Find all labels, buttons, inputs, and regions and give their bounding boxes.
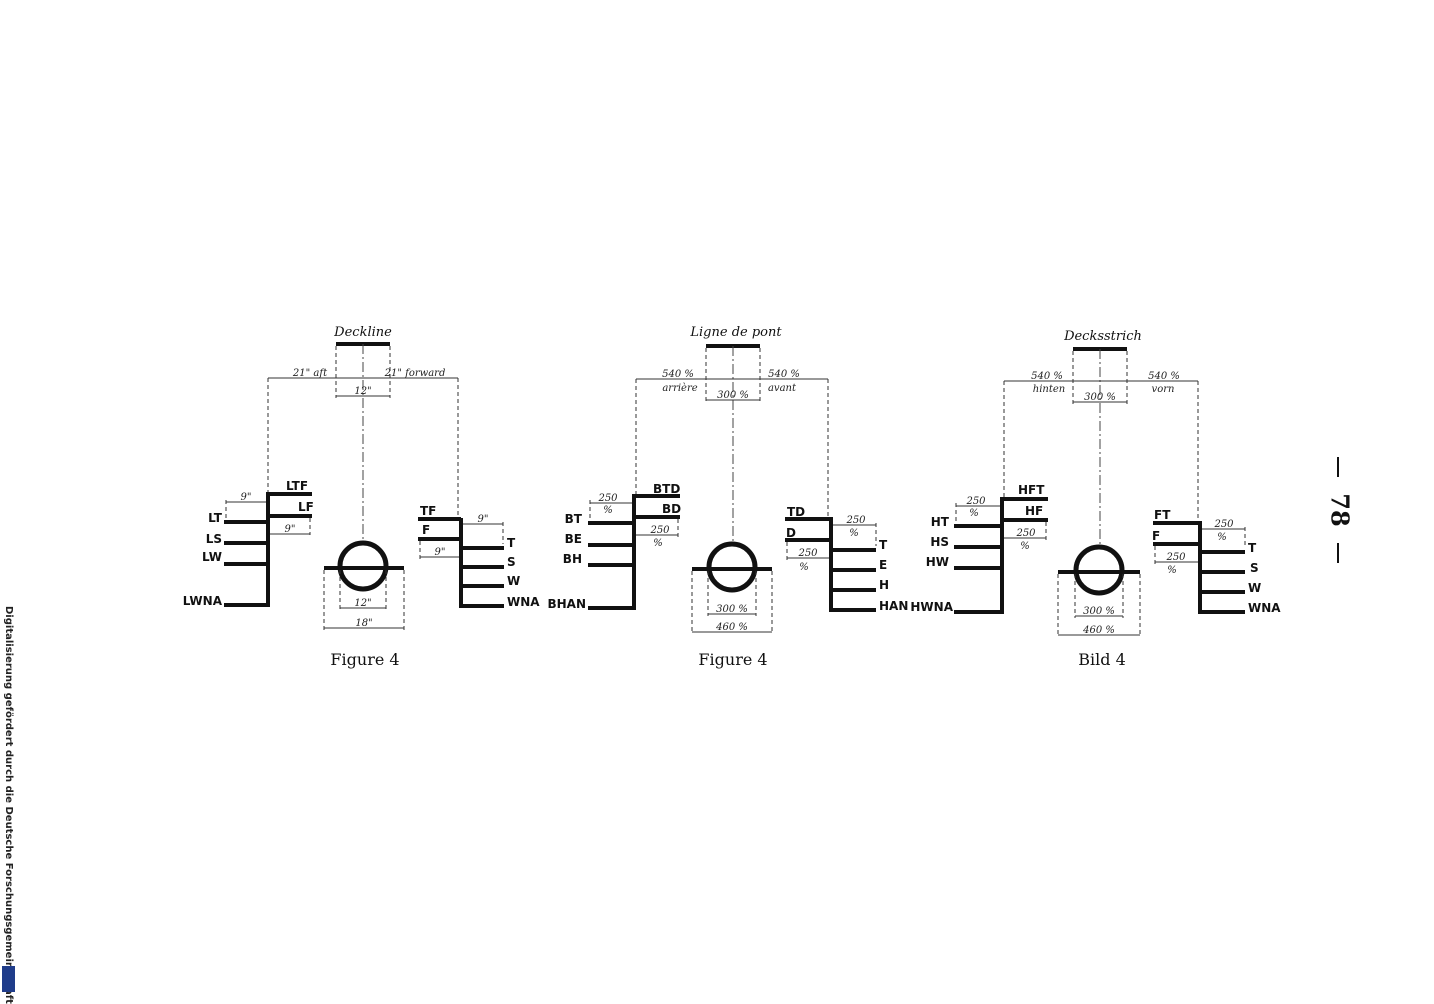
starboard-dim-lower: 250 <box>797 548 818 559</box>
starboard-dim-lower: 9" <box>435 547 446 558</box>
figure-caption: Figure 4 <box>698 650 767 669</box>
port-dim-lower: 250 <box>649 525 670 536</box>
port-dim-upper-unit: % <box>969 508 979 519</box>
starboard-dim-lower-unit: % <box>1167 565 1177 576</box>
label-hw: HW <box>926 555 949 569</box>
digitization-note-text: Digitalisierung gefördert durch die Deut… <box>3 606 14 1004</box>
bar-dim: 18" <box>355 618 372 629</box>
label-ht: HT <box>931 515 950 529</box>
port-dim-upper: 9" <box>241 492 252 503</box>
label-td: TD <box>787 505 805 519</box>
port-dim-upper-unit: % <box>603 505 613 516</box>
label-w: W <box>507 574 520 588</box>
dim-forward: 540 % <box>1148 371 1180 382</box>
digitization-note: Digitalisierung gefördert durch die Deut… <box>2 606 16 1004</box>
label-bt: BT <box>565 512 583 526</box>
label-hft: HFT <box>1018 483 1045 497</box>
label-tf: TF <box>420 504 436 518</box>
label-btd: BTD <box>653 482 680 496</box>
dim-forward: 21" forward <box>384 368 446 379</box>
label-hwna: HWNA <box>910 600 953 614</box>
page-number: 78 <box>1326 493 1355 526</box>
label-t: T <box>507 536 516 550</box>
deck-line-title: Ligne de pont <box>689 325 782 340</box>
dim-aft: 21" aft <box>292 368 328 379</box>
port-dim-upper: 250 <box>965 496 986 507</box>
label-bhan: BHAN <box>547 597 586 611</box>
label-hf: HF <box>1025 504 1043 518</box>
starboard-dim-lower: 250 <box>1165 552 1186 563</box>
circle-dim: 300 % <box>1083 606 1115 617</box>
label-t: T <box>879 538 888 552</box>
bar-dim: 460 % <box>715 622 748 633</box>
starboard-dim-upper: 250 <box>845 515 866 526</box>
label-lf: LF <box>298 500 314 514</box>
label-t: T <box>1248 541 1257 555</box>
label-ls: LS <box>206 532 222 546</box>
label-han: HAN <box>879 599 908 613</box>
page-number-rule: 78 <box>1326 457 1355 563</box>
port-dim-lower-unit: % <box>653 538 663 549</box>
port-dim-lower: 250 <box>1015 528 1036 539</box>
label-bd: BD <box>662 502 681 516</box>
figure-caption: Bild 4 <box>1078 650 1126 669</box>
dim-deck-line: 300 % <box>717 390 749 401</box>
dim-aft-word: hinten <box>1033 384 1065 395</box>
figure-french: Ligne de pont 540 % arrière 540 % avant … <box>547 325 908 669</box>
figure-english: Deckline 21" aft 21" forward 12" LTF LF … <box>183 325 541 669</box>
figure-caption: Figure 4 <box>330 650 399 669</box>
starboard-dim-lower-unit: % <box>799 562 809 573</box>
port-dim-upper: 250 <box>597 493 618 504</box>
label-wna: WNA <box>1248 601 1281 615</box>
starboard-dim-upper: 250 <box>1213 519 1234 530</box>
page-number-block: 78 <box>1318 455 1358 565</box>
circle-dim: 12" <box>354 598 371 609</box>
label-ft: FT <box>1154 508 1171 522</box>
dim-aft: 540 % <box>1031 371 1063 382</box>
port-dim-lower-unit: % <box>1020 541 1030 552</box>
starboard-dim-upper: 9" <box>478 514 489 525</box>
label-f: F <box>422 523 430 537</box>
label-s: S <box>1250 561 1259 575</box>
starboard-dim-upper-unit: % <box>849 528 859 539</box>
label-hs: HS <box>930 535 949 549</box>
dim-aft: 540 % <box>662 369 694 380</box>
label-bh: BH <box>563 552 582 566</box>
label-lt: LT <box>208 511 223 525</box>
label-d: D <box>786 526 796 540</box>
label-w: W <box>1248 581 1261 595</box>
label-s: S <box>507 555 516 569</box>
bar-dim: 460 % <box>1082 625 1115 636</box>
deck-line-title: Deckline <box>333 325 392 340</box>
deck-line-title: Decksstrich <box>1063 329 1142 344</box>
dim-aft-word: arrière <box>662 383 697 394</box>
figure-german: Decksstrich 540 % hinten 540 % vorn 300 … <box>910 329 1281 669</box>
label-h: H <box>879 578 889 592</box>
label-lw: LW <box>202 550 222 564</box>
label-e: E <box>879 558 887 572</box>
dim-deck-line: 300 % <box>1084 392 1116 403</box>
label-be: BE <box>565 532 582 546</box>
port-dim-lower: 9" <box>285 524 296 535</box>
label-f: F <box>1152 529 1160 543</box>
dfg-logo <box>2 966 15 992</box>
dim-forward-word: avant <box>768 383 797 394</box>
label-ltf: LTF <box>286 479 308 493</box>
dim-forward-word: vorn <box>1152 384 1175 395</box>
label-wna: WNA <box>507 595 540 609</box>
dim-forward: 540 % <box>768 369 800 380</box>
starboard-dim-upper-unit: % <box>1217 532 1227 543</box>
label-lwna: LWNA <box>183 594 223 608</box>
dim-deck-line: 12" <box>354 386 371 397</box>
circle-dim: 300 % <box>716 604 748 615</box>
